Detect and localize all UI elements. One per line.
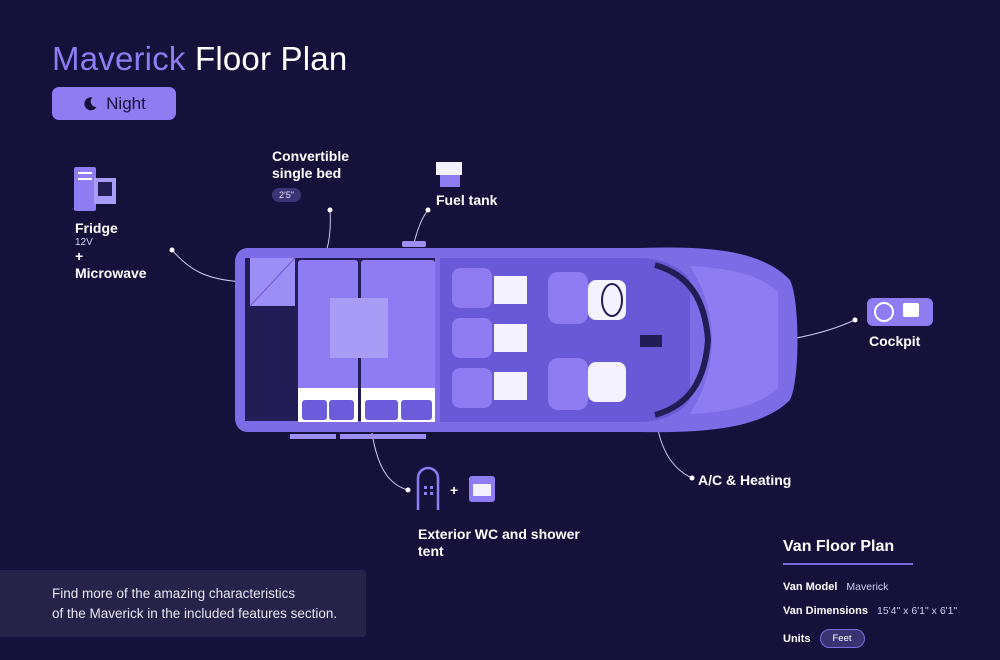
fuel-pump-icon [436, 162, 462, 187]
ac-heating-label[interactable]: A/C & Heating [698, 472, 792, 488]
fridge-label: Fridge [75, 220, 118, 236]
steering-wheel-icon [867, 298, 933, 326]
van-model-row: Van Model Maverick [783, 581, 983, 593]
front-seats [548, 272, 588, 410]
info-line1: Find more of the amazing characteristics [52, 586, 296, 601]
floor-plan-heading: Van Floor Plan [783, 538, 913, 565]
title-model: Maverick [52, 40, 186, 77]
bed-label-line1: Convertible [272, 148, 350, 164]
hotspot-bed[interactable]: Convertible single bed 2'5" [272, 148, 349, 203]
fridge-voltage: 12V [75, 237, 93, 248]
night-mode-label: Night [106, 93, 146, 113]
fridge-icon [74, 167, 116, 211]
rear-seats [452, 268, 492, 408]
van-dimensions-value: 15'4" x 6'1" x 6'1" [876, 605, 958, 617]
van-model-value: Maverick [846, 581, 889, 593]
hotspot-wc[interactable]: Exterior WC and shower tent [418, 526, 580, 560]
microwave-label: Microwave [75, 265, 147, 281]
night-mode-button[interactable]: Night [52, 87, 176, 120]
units-row: Units Feet [783, 629, 983, 648]
floor-plan-panel: Van Floor Plan Van Model Maverick Van Di… [783, 538, 983, 648]
units-toggle-button[interactable]: Feet [819, 629, 865, 648]
fridge-plus: + [75, 248, 84, 264]
info-line2: of the Maverick in the included features… [52, 606, 338, 621]
exterior-steps [290, 434, 426, 439]
bed-label-line2: single bed [272, 165, 342, 181]
bed-size-chip: 2'5" [272, 188, 301, 202]
title-text: Floor Plan [185, 40, 348, 77]
van-dimensions-row: Van Dimensions 15'4" x 6'1" x 6'1" [783, 605, 983, 617]
wc-label-line1: Exterior WC and shower [418, 526, 580, 542]
wc-shower-icon [416, 466, 440, 510]
fuel-tank-label[interactable]: Fuel tank [436, 192, 498, 208]
units-label: Units [783, 632, 811, 645]
fuel-cap [402, 241, 426, 247]
hotspot-fridge[interactable]: Fridge 12V + Microwave [75, 220, 147, 282]
moon-icon [84, 96, 97, 110]
info-box: Find more of the amazing characteristics… [0, 570, 366, 637]
van-body [235, 247, 798, 433]
van-dimensions-label: Van Dimensions [783, 605, 868, 617]
page-title: Maverick Floor Plan [52, 40, 347, 78]
callout-dots [169, 207, 858, 493]
tent-icon [469, 476, 495, 502]
cockpit-label[interactable]: Cockpit [869, 333, 921, 349]
van-model-label: Van Model [783, 581, 838, 593]
wc-label-line2: tent [418, 543, 444, 559]
wc-plus: + [450, 482, 459, 498]
